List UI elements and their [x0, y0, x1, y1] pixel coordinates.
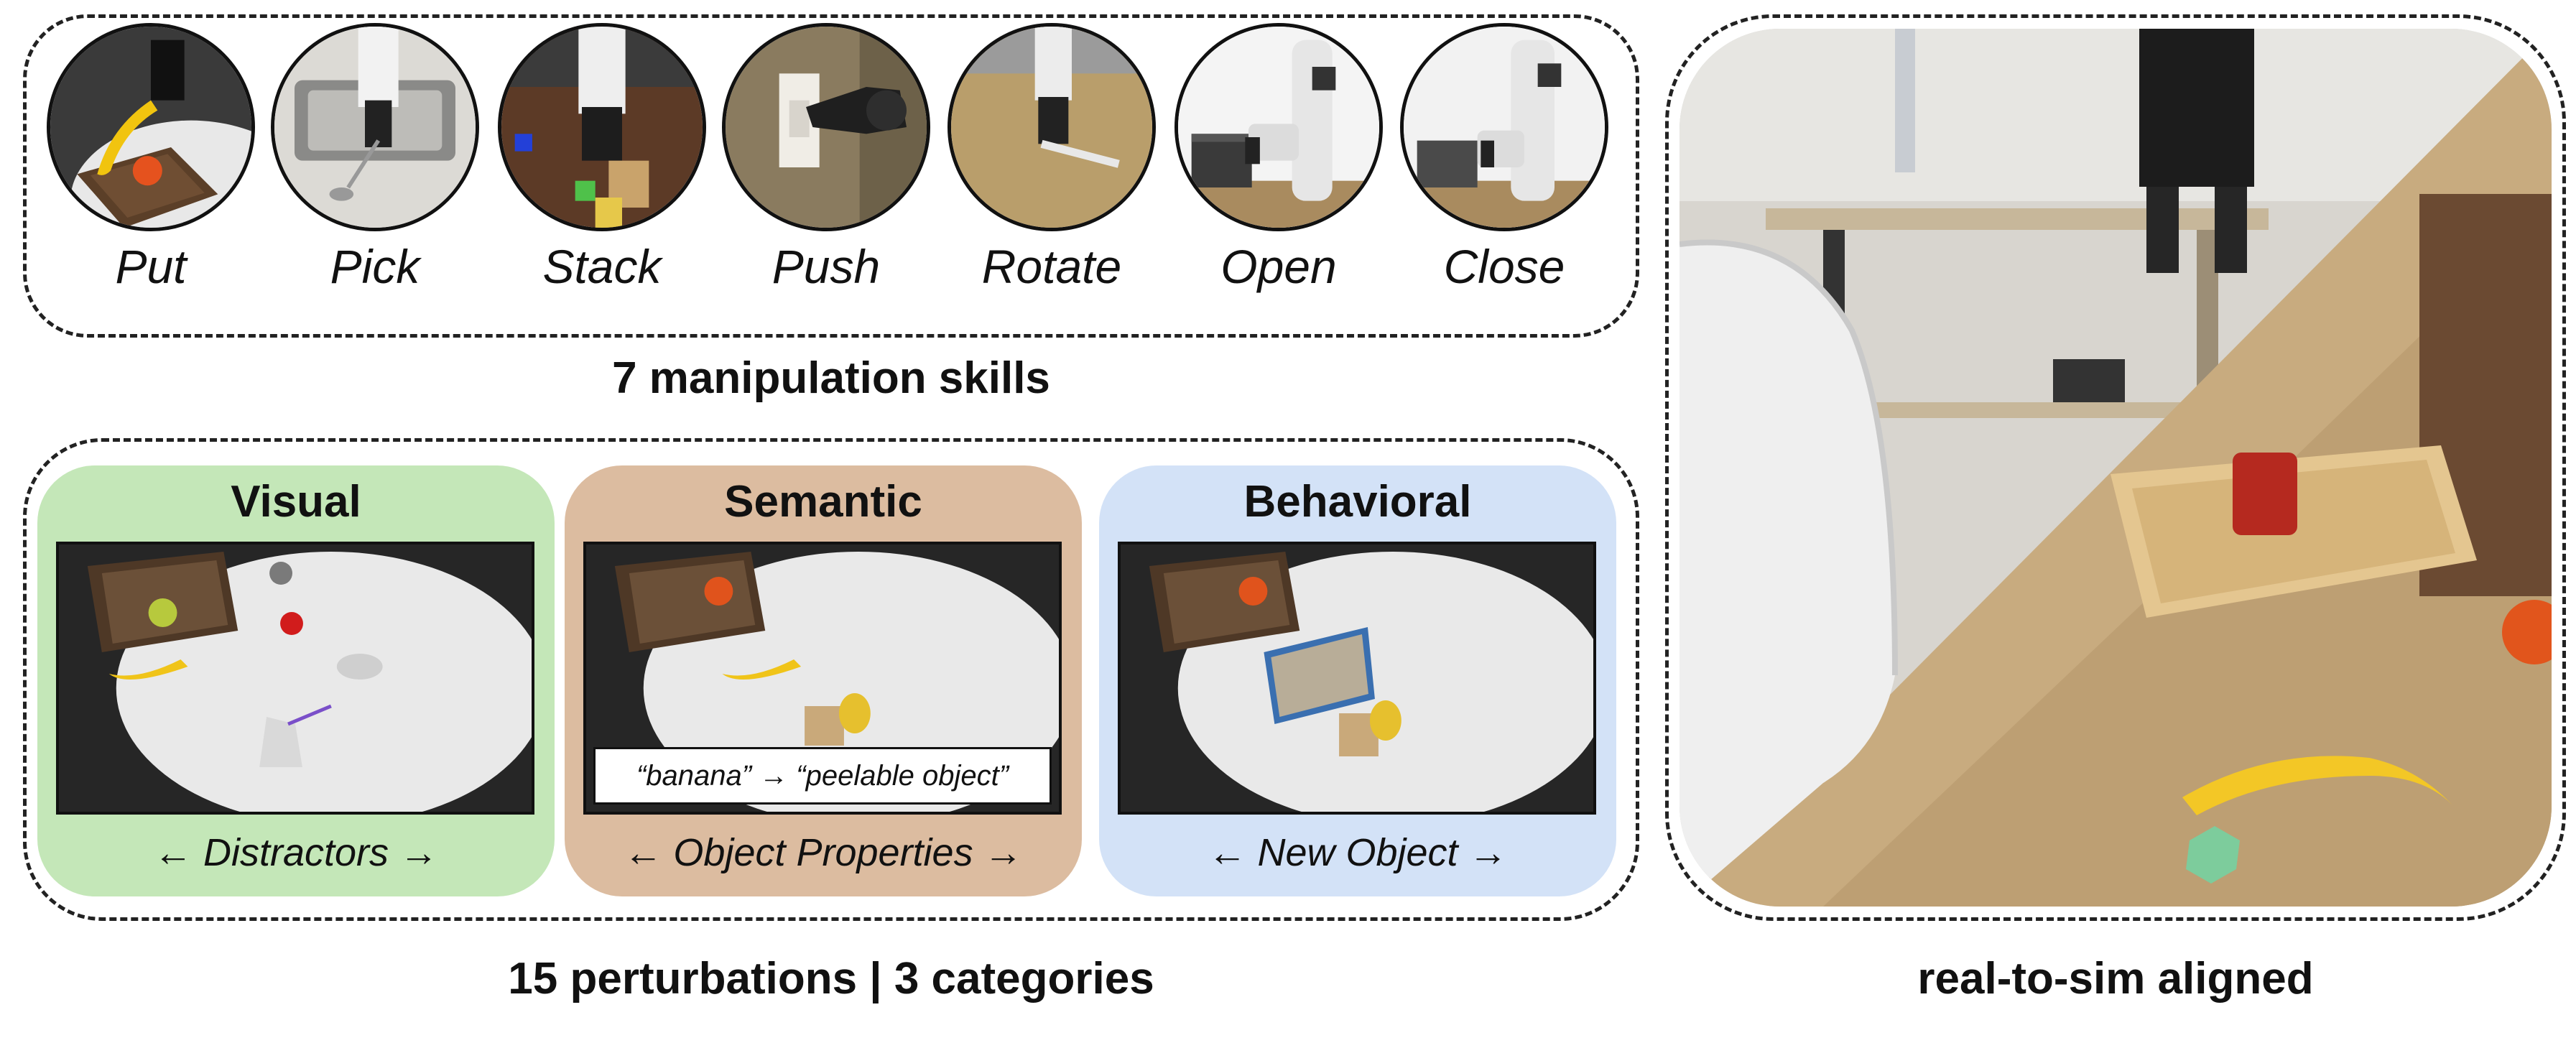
- panel-semantic-scene: “banana” → “peelable object”: [583, 542, 1062, 815]
- panel-semantic-label: ← Object Properties →: [624, 831, 1023, 874]
- perturbations-caption: 15 perturbations | 3 categories: [508, 954, 1154, 1003]
- skill-rotate-label: Rotate: [981, 240, 1122, 293]
- real-to-sim-caption: real-to-sim aligned: [1917, 954, 2314, 1003]
- skill-pick-image: [271, 23, 479, 231]
- panel-semantic: Semantic “banana” → “peelable object” ← …: [565, 465, 1082, 896]
- semantic-instruction-box: “banana” → “peelable object”: [593, 747, 1052, 805]
- panel-visual-scene: [56, 542, 534, 815]
- panel-visual-title: Visual: [231, 477, 361, 527]
- panel-visual-label: ← Distractors →: [153, 831, 439, 874]
- skill-put-label: Put: [115, 240, 187, 293]
- panel-semantic-title: Semantic: [724, 477, 922, 527]
- skill-rotate-image: [948, 23, 1156, 231]
- skills-frame: [23, 14, 1639, 338]
- panel-behavioral: Behavioral ← New Object →: [1099, 465, 1616, 896]
- skill-stack: Stack: [494, 23, 710, 290]
- panel-behavioral-label: ← New Object →: [1208, 831, 1508, 874]
- skill-close-label: Close: [1443, 240, 1565, 293]
- skill-stack-label: Stack: [542, 240, 662, 293]
- skill-rotate: Rotate: [944, 23, 1159, 290]
- skill-close: Close: [1396, 23, 1612, 290]
- skill-push-label: Push: [772, 240, 881, 293]
- skill-push-image: [722, 23, 930, 231]
- skills-caption: 7 manipulation skills: [612, 353, 1050, 403]
- panel-visual: Visual ← Distractors →: [37, 465, 555, 896]
- skill-pick: Pick: [267, 23, 483, 290]
- skill-push: Push: [718, 23, 934, 290]
- skill-close-image: [1400, 23, 1608, 231]
- skill-open-image: [1175, 23, 1383, 231]
- skill-open-label: Open: [1220, 240, 1337, 293]
- real-to-sim-frame: [1665, 14, 2566, 921]
- skill-stack-image: [498, 23, 706, 231]
- panel-behavioral-title: Behavioral: [1243, 477, 1472, 527]
- skill-put: Put: [43, 23, 259, 290]
- skill-open: Open: [1171, 23, 1386, 290]
- real-to-sim-image: [1680, 29, 2552, 907]
- panel-behavioral-scene: [1118, 542, 1596, 815]
- perturbations-frame: [23, 438, 1639, 921]
- skill-put-image: [47, 23, 255, 231]
- skill-pick-label: Pick: [330, 240, 420, 293]
